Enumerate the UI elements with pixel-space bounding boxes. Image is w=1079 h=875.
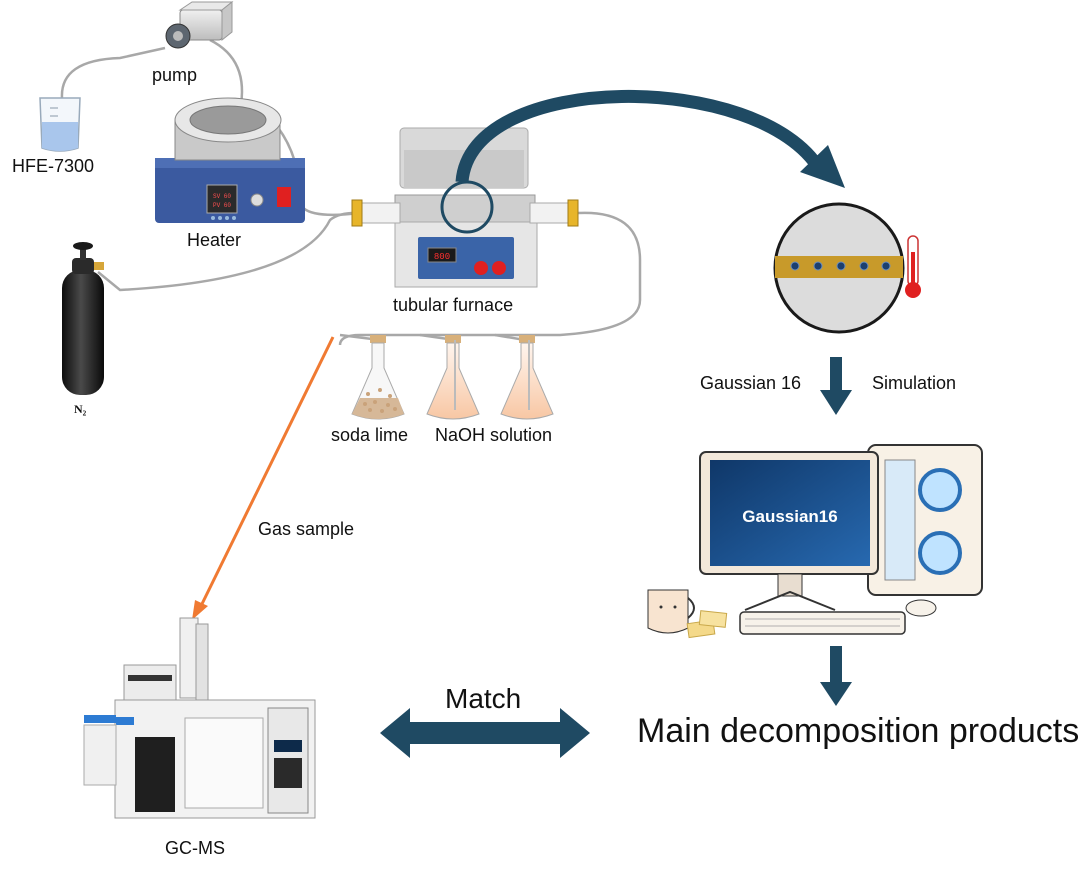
tubing xyxy=(60,38,642,346)
furnace-display: 800 xyxy=(434,252,450,262)
screen-gaussian16: Gaussian16 xyxy=(742,507,837,526)
label-gaussian16: Gaussian 16 xyxy=(700,373,802,393)
label-naoh-solution: NaOH solution xyxy=(435,425,553,445)
pump-icon xyxy=(165,0,234,49)
curved-arrow xyxy=(455,89,845,188)
label-main-decomposition-products: Main decomposition products xyxy=(637,712,1079,750)
flask-soda-lime xyxy=(351,335,405,420)
heater-display-sv: SV 60 xyxy=(213,193,231,200)
heater-display-pv: PV 60 xyxy=(213,202,231,209)
gas-sample-arrow xyxy=(192,336,335,620)
down-arrow-products xyxy=(820,646,852,706)
gas-cylinder-icon xyxy=(62,242,104,395)
label-match: Match xyxy=(445,683,522,714)
label-tubular-furnace: tubular furnace xyxy=(393,295,514,315)
heater-icon: SV 60 PV 60 xyxy=(155,97,305,223)
tube-n2-to-furnace xyxy=(97,211,361,292)
label-soda-lime: soda lime xyxy=(331,425,409,445)
thermometer-icon xyxy=(905,235,921,298)
label-n2: N₂ xyxy=(74,402,87,416)
label-gas-sample: Gas sample xyxy=(258,519,355,539)
flask-naoh-2 xyxy=(500,335,554,420)
flask-icon xyxy=(351,335,554,420)
label-hfe7300: HFE-7300 xyxy=(12,156,95,176)
label-simulation: Simulation xyxy=(872,373,957,393)
flask-naoh-1 xyxy=(426,335,480,420)
gcms-instrument-icon xyxy=(83,617,316,819)
tube-beaker-to-pump xyxy=(60,46,166,99)
computer-icon: Gaussian16 xyxy=(647,444,983,639)
magnified-view xyxy=(773,202,905,334)
label-heater: Heater xyxy=(187,230,242,250)
match-arrow xyxy=(380,708,590,758)
label-gcms: GC-MS xyxy=(165,838,225,858)
beaker-icon xyxy=(39,97,81,152)
down-arrow-simulation xyxy=(820,357,852,415)
label-pump: pump xyxy=(152,65,198,85)
